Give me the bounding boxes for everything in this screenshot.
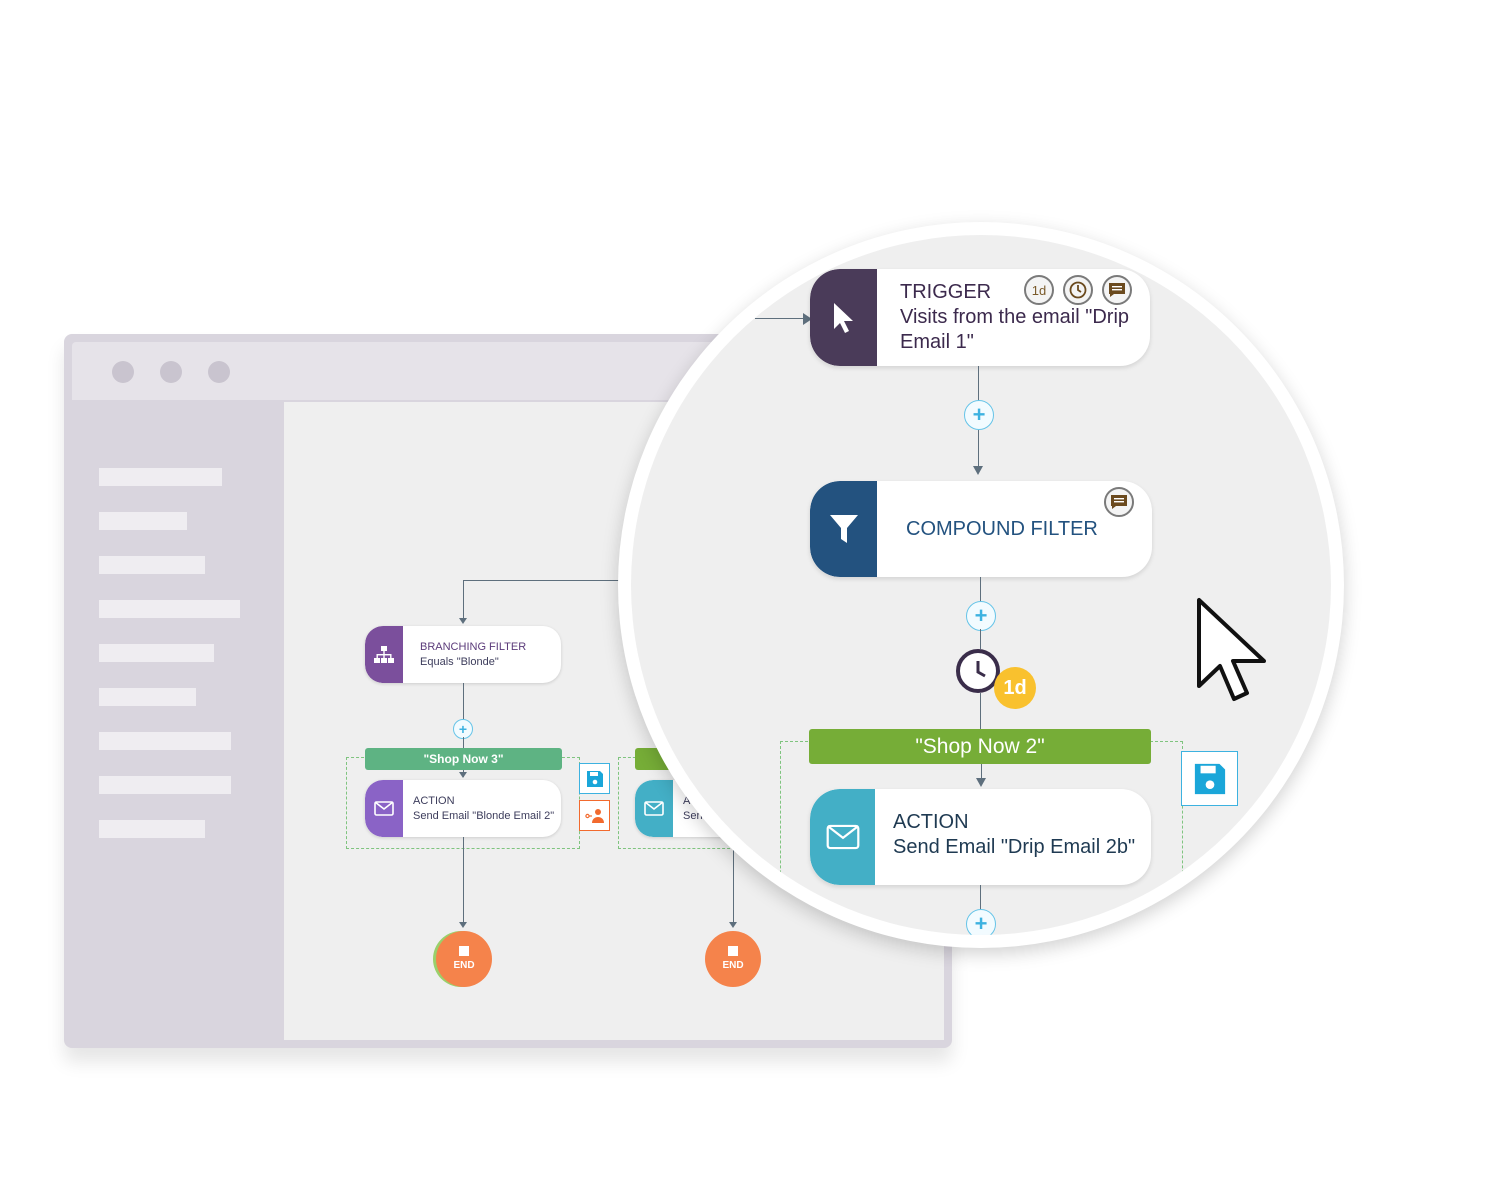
branching-filter-node[interactable]: BRANCHING FILTER Equals "Blonde"	[365, 626, 561, 683]
arrow-head	[729, 922, 737, 928]
envelope-icon	[810, 789, 875, 885]
sidebar-item[interactable]	[99, 688, 196, 706]
action-node[interactable]: ACTION Send Email "Drip Email 2b"	[810, 789, 1151, 885]
sidebar-item[interactable]	[99, 556, 205, 574]
action-title: A	[683, 795, 691, 807]
group-label[interactable]: "Shop Now 3"	[365, 748, 562, 770]
sidebar-item[interactable]	[99, 732, 231, 750]
trigger-node[interactable]: TRIGGER Visits from the email "Drip Emai…	[810, 269, 1150, 366]
window-dot-minimize[interactable]	[160, 361, 182, 383]
connector-line	[463, 683, 464, 719]
hierarchy-icon	[365, 626, 403, 683]
connector-line	[980, 629, 981, 649]
sidebar-item[interactable]	[99, 512, 187, 530]
connector-line	[980, 577, 981, 602]
delay-badge[interactable]: 1d	[1024, 275, 1054, 305]
connector-line	[981, 764, 982, 778]
connector-line	[978, 366, 979, 402]
end-node[interactable]: END	[436, 931, 492, 987]
branching-filter-title: BRANCHING FILTER	[420, 641, 527, 653]
end-node[interactable]: END	[705, 931, 761, 987]
action-title: ACTION	[893, 811, 969, 833]
mouse-pointer-icon	[1197, 598, 1266, 701]
connector-line	[463, 580, 464, 622]
wait-badge: 1d	[994, 667, 1036, 709]
branching-filter-subtitle: Equals "Blonde"	[420, 656, 499, 668]
connector-line	[463, 580, 623, 581]
stop-icon	[728, 946, 738, 956]
clock-icon[interactable]	[1063, 275, 1093, 305]
sidebar-item[interactable]	[99, 820, 205, 838]
arrow-head	[976, 778, 986, 787]
arrow-head	[803, 313, 812, 325]
trigger-title: TRIGGER	[900, 281, 992, 303]
stop-icon	[459, 946, 469, 956]
sidebar-item[interactable]	[99, 644, 214, 662]
arrow-head	[973, 466, 983, 475]
action-title: ACTION	[413, 795, 455, 807]
window-dot-maximize[interactable]	[208, 361, 230, 383]
add-step-button[interactable]: +	[966, 601, 996, 631]
cursor-icon	[810, 269, 877, 366]
add-step-button[interactable]: +	[966, 909, 996, 935]
comment-icon[interactable]	[1104, 487, 1134, 517]
arrow-head	[459, 618, 467, 624]
magnified-canvas: TRIGGER Visits from the email "Drip Emai…	[631, 235, 1331, 935]
add-step-button[interactable]: +	[453, 719, 473, 739]
compound-filter-title: COMPOUND FILTER	[906, 518, 1098, 540]
action-subtitle: Send Email "Blonde Email 2"	[413, 810, 555, 822]
envelope-icon	[635, 780, 673, 837]
end-label: END	[453, 960, 475, 971]
connector-line	[755, 318, 807, 319]
save-icon[interactable]	[579, 763, 610, 794]
connector-line	[980, 885, 981, 910]
connector-line	[980, 693, 981, 729]
clock-icon[interactable]	[956, 649, 1000, 693]
add-step-button[interactable]: +	[964, 400, 994, 430]
end-label: END	[722, 960, 744, 971]
comment-icon[interactable]	[1102, 275, 1132, 305]
save-icon[interactable]	[1181, 751, 1238, 806]
connector-line	[978, 430, 979, 466]
user-route-icon[interactable]	[579, 800, 610, 831]
compound-filter-node[interactable]: COMPOUND FILTER	[810, 481, 1152, 577]
group-label[interactable]: "Shop Now 2"	[809, 729, 1151, 764]
window-dot-close[interactable]	[112, 361, 134, 383]
funnel-icon	[810, 481, 877, 577]
connector-line	[733, 837, 734, 925]
arrow-head	[459, 922, 467, 928]
sidebar-item[interactable]	[99, 776, 231, 794]
arrow-head	[459, 772, 467, 778]
action-subtitle: Send Email "Drip Email 2b"	[893, 836, 1136, 858]
action-node[interactable]: ACTION Send Email "Blonde Email 2"	[365, 780, 561, 837]
trigger-subtitle: Visits from the email "Drip Email 1"	[900, 306, 1130, 353]
magnifier-lens: TRIGGER Visits from the email "Drip Emai…	[618, 222, 1344, 948]
envelope-icon	[365, 780, 403, 837]
connector-line	[463, 837, 464, 925]
sidebar-item[interactable]	[99, 468, 222, 486]
sidebar-item[interactable]	[99, 600, 240, 618]
